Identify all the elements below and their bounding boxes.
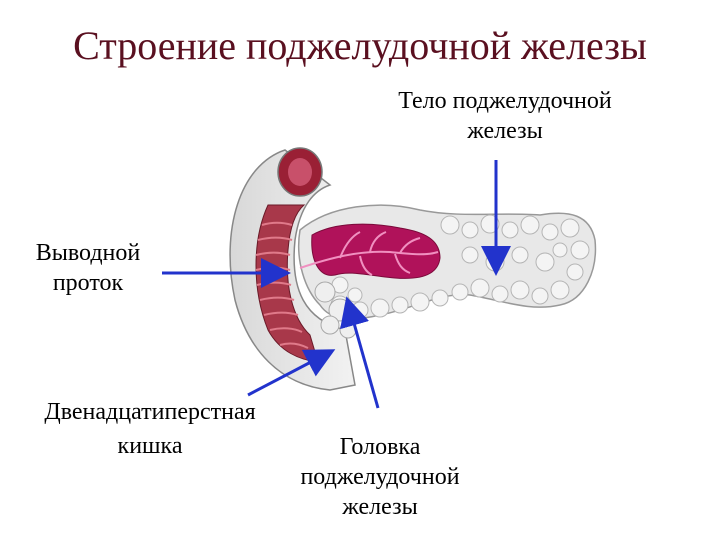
label-line: железы (467, 118, 543, 144)
label-pancreas-head: Головка поджелудочной железы (270, 432, 490, 522)
label-line: кишка (117, 433, 183, 459)
label-duodenum: Двенадцатиперстная кишка (0, 395, 300, 463)
label-line: Тело поджелудочной (398, 88, 612, 114)
pancreas-illustration (297, 204, 597, 339)
label-line: Выводной (35, 240, 141, 266)
label-line: железы (342, 494, 418, 520)
label-line: проток (52, 270, 124, 296)
arrow-head (340, 296, 380, 409)
label-line: поджелудочной (300, 464, 460, 490)
label-pancreas-body: Тело поджелудочной железы (345, 86, 665, 146)
label-line: Двенадцатиперстная (44, 399, 256, 425)
label-line: Головка (339, 434, 421, 460)
arrow-duodenum (247, 349, 336, 397)
page-title: Строение поджелудочной железы (73, 23, 647, 68)
label-duct: Выводной проток (8, 238, 168, 298)
